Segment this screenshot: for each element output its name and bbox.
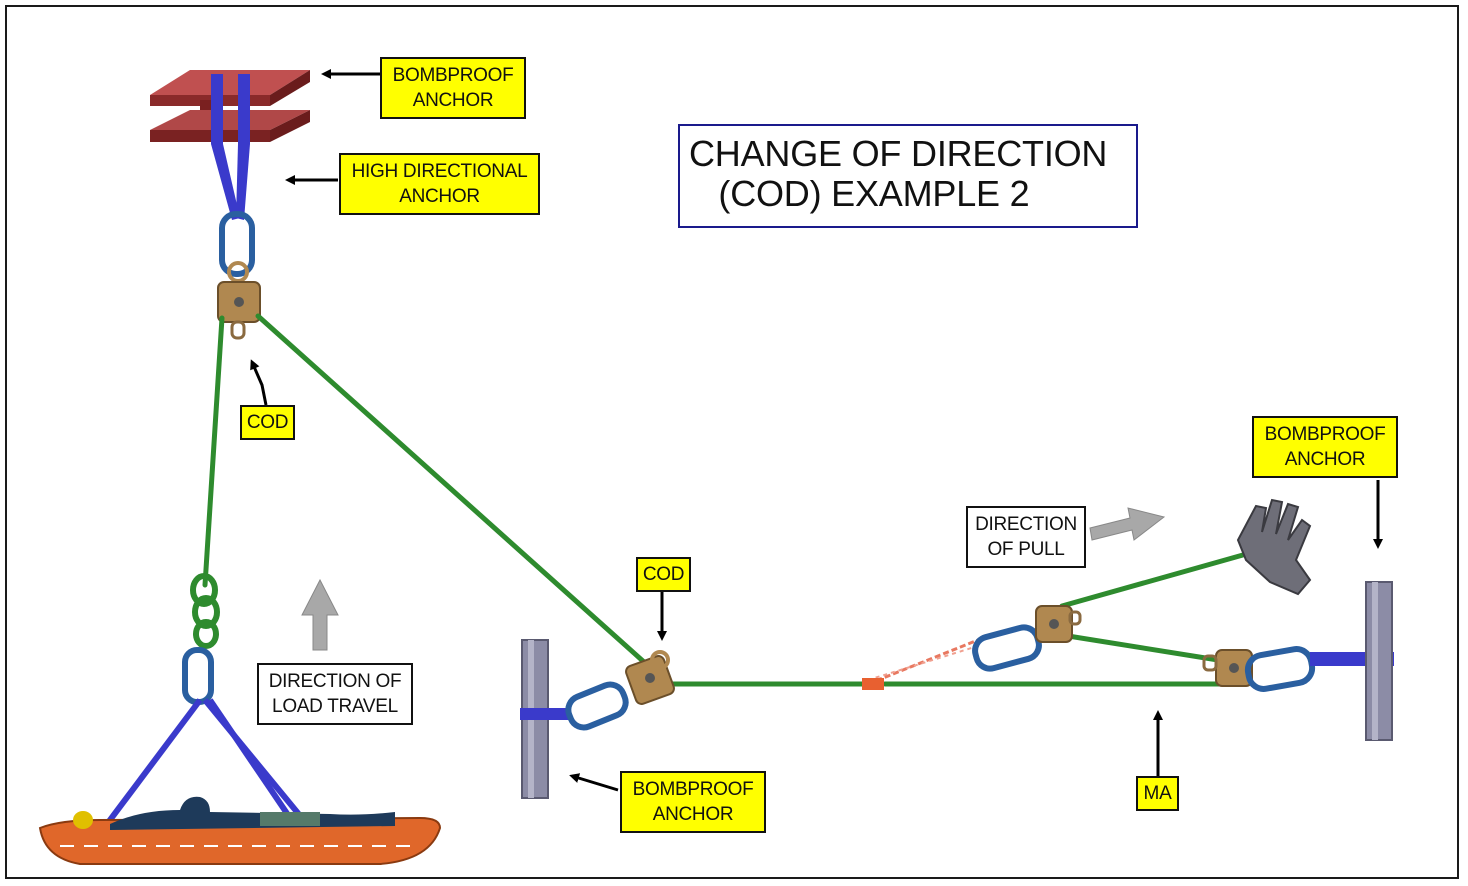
webbing-sling — [211, 74, 250, 220]
i-beam-icon — [150, 70, 310, 142]
diagram-frame — [5, 5, 1459, 879]
title-line-2: (COD) EXAMPLE 2 — [689, 173, 1030, 214]
carabiner-icon — [565, 681, 629, 731]
litter-icon — [38, 796, 442, 865]
diagram-title: CHANGE OF DIRECTION (COD) EXAMPLE 2 — [678, 124, 1138, 228]
label-top-bombproof-anchor: BOMBPROOF ANCHOR — [380, 57, 526, 119]
label-direction-of-pull: DIRECTION OF PULL — [966, 506, 1086, 568]
carabiner-icon — [182, 647, 214, 705]
arrow-icon — [1089, 507, 1166, 541]
carabiner-icon — [972, 624, 1042, 672]
label-bottom-bombproof-anchor: BOMBPROOF ANCHOR — [620, 771, 766, 833]
carabiner-icon — [219, 211, 255, 277]
pulley-icon — [625, 650, 675, 705]
label-ma: MA — [1136, 776, 1179, 811]
label-cod-top: COD — [240, 405, 295, 440]
arrow-icon — [301, 578, 339, 651]
pointer-arrows — [250, 69, 1383, 792]
prusik-cord — [862, 638, 979, 690]
glove-icon — [1236, 498, 1312, 596]
pulley-icon — [217, 261, 261, 340]
carabiner-icon — [1244, 646, 1316, 692]
label-high-directional-anchor: HIGH DIRECTIONAL ANCHOR — [339, 153, 540, 215]
anchor-post-icon — [1310, 581, 1394, 741]
title-line-1: CHANGE OF DIRECTION — [689, 133, 1108, 174]
rope — [202, 313, 1253, 687]
label-cod-middle: COD — [636, 557, 691, 592]
pulley-icon — [1035, 605, 1082, 643]
figure-eight-knot-icon — [190, 573, 220, 649]
label-right-bombproof-anchor: BOMBPROOF ANCHOR — [1252, 416, 1398, 478]
anchor-post-icon — [520, 639, 570, 799]
pulley-icon — [1202, 649, 1253, 687]
label-direction-of-load-travel: DIRECTION OF LOAD TRAVEL — [257, 663, 413, 725]
